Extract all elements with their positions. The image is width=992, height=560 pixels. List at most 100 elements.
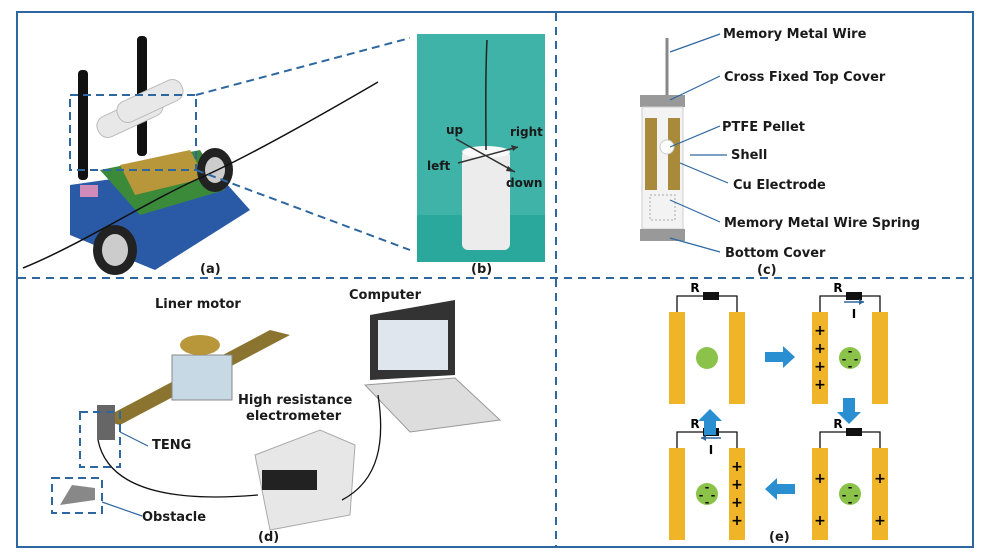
teng-photo xyxy=(417,34,545,262)
plus-sign: + xyxy=(731,477,743,493)
minus-sign: - xyxy=(848,345,853,358)
cu-electrode-left xyxy=(645,118,657,190)
ptfe-pellet xyxy=(696,347,718,369)
label-cu-electrode: Cu Electrode xyxy=(733,178,826,193)
minus-sign: - xyxy=(842,353,847,366)
label-ptfe-pellet: PTFE Pellet xyxy=(722,120,805,135)
electrode-right xyxy=(729,448,745,540)
minus-sign: - xyxy=(848,496,853,509)
resistor-label: R xyxy=(690,281,699,295)
electrode-left xyxy=(669,448,685,540)
antenna-left xyxy=(78,70,88,180)
ptfe-pellet xyxy=(839,347,861,369)
current-label: I xyxy=(852,307,856,321)
zoom-box xyxy=(69,94,197,171)
label-down: down xyxy=(506,176,543,190)
label-obstacle: Obstacle xyxy=(142,510,207,525)
principle-cell xyxy=(669,292,745,404)
caption-b: (b) xyxy=(471,262,493,277)
minus-sign: - xyxy=(699,489,704,502)
minus-sign: - xyxy=(854,353,859,366)
bottom-cover xyxy=(640,229,685,241)
principle-cell xyxy=(669,428,745,540)
label-memory-metal-wire: Memory Metal Wire xyxy=(723,27,867,42)
plus-sign: + xyxy=(814,513,826,529)
minus-sign: - xyxy=(705,481,710,494)
device-body xyxy=(462,150,510,250)
figure-frame xyxy=(16,11,974,548)
obstacle-box xyxy=(51,477,103,514)
label-cross-fixed-top-cover: Cross Fixed Top Cover xyxy=(724,70,886,85)
arrow-left-right xyxy=(457,146,519,164)
minus-sign: - xyxy=(711,489,716,502)
plus-sign: + xyxy=(731,495,743,511)
label-teng: TENG xyxy=(152,438,192,453)
resistor-label: R xyxy=(690,417,699,431)
label-electrometer-2: electrometer xyxy=(246,409,342,424)
label-computer: Computer xyxy=(349,288,422,303)
memory-wire xyxy=(485,39,488,151)
minus-sign: - xyxy=(705,496,710,509)
laptop-keyboard xyxy=(363,377,502,433)
arrow-left-icon xyxy=(765,478,795,500)
caption-c: (c) xyxy=(757,263,777,278)
label-left: left xyxy=(427,159,451,173)
plus-sign: + xyxy=(874,513,886,529)
minus-sign: - xyxy=(848,360,853,373)
label-electrometer-1: High resistance xyxy=(238,393,353,408)
top-cover xyxy=(640,95,685,107)
motor-carriage xyxy=(171,354,233,401)
electrometer-display xyxy=(262,470,317,490)
resistor xyxy=(703,292,719,300)
device-cross-section xyxy=(640,33,729,253)
arrow-down-icon xyxy=(837,398,861,424)
electrode-left xyxy=(812,448,828,540)
label-bottom-cover: Bottom Cover xyxy=(725,246,826,261)
caption-e: (e) xyxy=(769,530,790,545)
plus-sign: + xyxy=(731,513,743,529)
ptfe-pellet xyxy=(839,483,861,505)
electrode-left xyxy=(669,312,685,404)
current-label: I xyxy=(709,443,713,457)
electrode-right xyxy=(872,448,888,540)
bracket xyxy=(97,405,115,440)
arrow-right-icon xyxy=(765,346,795,368)
usb-port xyxy=(80,185,98,197)
plus-sign: + xyxy=(814,471,826,487)
spring xyxy=(649,194,676,221)
plus-sign: + xyxy=(814,359,826,375)
label-up: up xyxy=(446,123,464,137)
heatsink xyxy=(120,150,205,195)
resistor xyxy=(846,292,862,300)
plus-sign: + xyxy=(731,459,743,475)
leader-lines xyxy=(669,33,729,253)
experimental-setup xyxy=(51,300,502,531)
motor-drive xyxy=(180,335,220,355)
cable xyxy=(22,81,379,269)
plus-sign: + xyxy=(874,471,886,487)
label-liner-motor: Liner motor xyxy=(155,297,241,312)
label-spring: Memory Metal Wire Spring xyxy=(724,216,921,231)
robot-illustration xyxy=(22,36,411,275)
label-shell: Shell xyxy=(731,148,768,163)
ptfe-pellet xyxy=(696,483,718,505)
obstacle xyxy=(60,485,95,505)
plus-sign: + xyxy=(814,377,826,393)
cable-teng xyxy=(97,439,259,498)
electrode-right xyxy=(872,312,888,404)
minus-sign: - xyxy=(848,481,853,494)
plus-sign: + xyxy=(814,323,826,339)
arrow-up-down xyxy=(455,138,516,173)
teng-box xyxy=(79,411,121,468)
cu-electrode-right xyxy=(668,118,680,190)
teng-cylinder-2 xyxy=(116,79,184,123)
minus-sign: - xyxy=(842,489,847,502)
principle-cell xyxy=(812,292,888,404)
arrow-up-icon xyxy=(698,409,722,435)
caption-a: (a) xyxy=(200,262,221,277)
label-right: right xyxy=(510,125,543,139)
electrode-left xyxy=(812,312,828,404)
cable-computer xyxy=(341,394,382,501)
